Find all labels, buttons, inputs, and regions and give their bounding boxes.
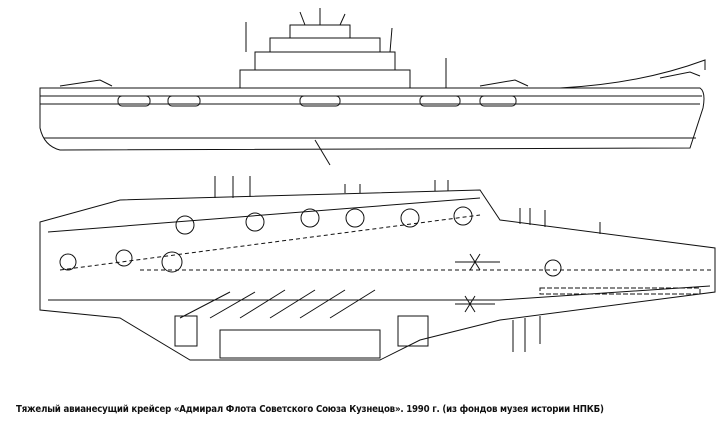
island-superstructure	[239, 8, 447, 89]
parked-aircraft	[179, 253, 500, 319]
hull-openings	[117, 95, 517, 107]
deck-tie-downs	[539, 287, 701, 295]
angled-deck-edge	[47, 197, 481, 233]
deck-outline	[39, 189, 716, 361]
side-view	[39, 8, 706, 166]
ski-jump	[559, 59, 706, 89]
antenna-masts	[214, 176, 601, 352]
rudder	[314, 139, 331, 166]
angled-deck-centerline	[59, 214, 481, 271]
flight-deck-border	[48, 285, 711, 301]
deck-aircraft	[59, 71, 701, 87]
ship-drawing	[39, 8, 716, 361]
top-view	[39, 176, 716, 361]
figure-caption: Тяжелый авианесущий крейсер «Адмирал Фло…	[16, 404, 604, 415]
hull-outline	[39, 87, 705, 151]
island-plan	[174, 315, 429, 359]
elevators-and-markings	[59, 206, 562, 277]
